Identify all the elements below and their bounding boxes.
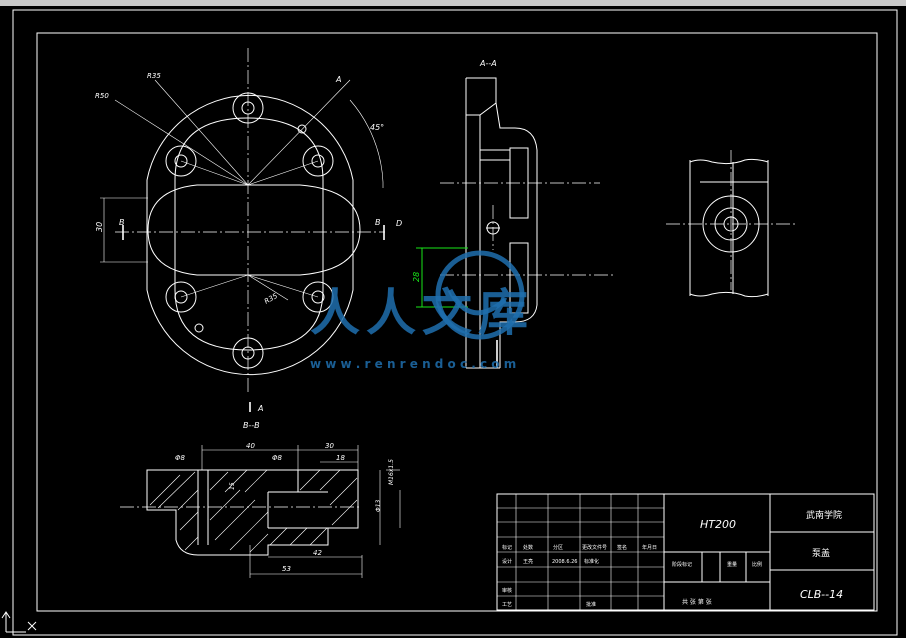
outer-frame <box>12 9 898 636</box>
material-label: HT200 <box>700 518 736 531</box>
tb-design: 设计 <box>502 558 512 565</box>
title-block <box>496 493 875 611</box>
tb-designer: 王亮 <box>523 558 533 565</box>
dim-15: 15 <box>229 482 236 490</box>
dim-30: 30 <box>325 442 334 450</box>
window-top-strip <box>0 0 906 6</box>
tb-doc: 更改文件号 <box>582 544 607 551</box>
dim-18: 18 <box>336 454 345 462</box>
view-label-aa: A--A <box>479 59 497 68</box>
ucs-icon <box>1 611 37 633</box>
tb-mark: 标记 <box>502 544 512 551</box>
inner-frame <box>36 32 878 612</box>
section-mark-b-right: B <box>375 218 381 227</box>
dim-53: 53 <box>282 565 291 573</box>
tb-design-date: 2008.6.26 <box>552 559 577 565</box>
front-view <box>100 48 385 412</box>
tb-date: 年月日 <box>642 544 657 551</box>
height-dim-label: 28 <box>412 272 421 282</box>
watermark <box>435 250 525 340</box>
radius-label-2: R50 <box>95 92 109 100</box>
section-mark-a-top: A <box>335 75 341 84</box>
view-label-bb: B--B <box>243 421 260 430</box>
tb-approve: 批准 <box>586 601 596 608</box>
tb-scale: 比例 <box>752 561 762 568</box>
section-mark-a-bottom: A <box>257 404 263 413</box>
tb-sign: 签名 <box>617 544 627 551</box>
dim-m16: M16x1.5 <box>388 459 395 485</box>
right-view <box>666 150 795 298</box>
tb-count: 处数 <box>523 544 533 551</box>
dim-42: 42 <box>313 549 322 557</box>
school-label: 武南学院 <box>806 509 842 521</box>
angle-label: 45° <box>370 123 384 132</box>
watermark-url: w w w . r e n r e n d o c . c o m <box>310 357 516 371</box>
tb-standard: 标准化 <box>584 558 599 565</box>
tb-stage: 阶段标记 <box>672 561 692 568</box>
d-mark: D <box>396 219 402 228</box>
tb-zone: 分区 <box>553 544 563 551</box>
tb-review: 审核 <box>502 587 512 594</box>
radius-label-1: R35 <box>147 72 161 80</box>
dim-phi8-b: Φ8 <box>272 454 283 462</box>
drawing-no-label: CLB--14 <box>800 588 843 601</box>
tb-process: 工艺 <box>502 602 512 608</box>
dim-phi8-a: Φ8 <box>175 454 186 462</box>
radius-label-3: R35 <box>263 292 279 306</box>
section-mark-b-left: B <box>119 218 125 227</box>
dim-40: 40 <box>246 442 255 450</box>
section-view <box>120 445 401 578</box>
part-name-label: 泵盖 <box>812 547 830 559</box>
tb-weight: 重量 <box>727 561 737 568</box>
sheet-count-label: 共 张 第 张 <box>682 598 712 606</box>
dim-phi13: Φ13 <box>375 499 382 512</box>
watermark-text: 人人文库 <box>310 284 534 342</box>
width-dim-label: 30 <box>95 222 104 232</box>
